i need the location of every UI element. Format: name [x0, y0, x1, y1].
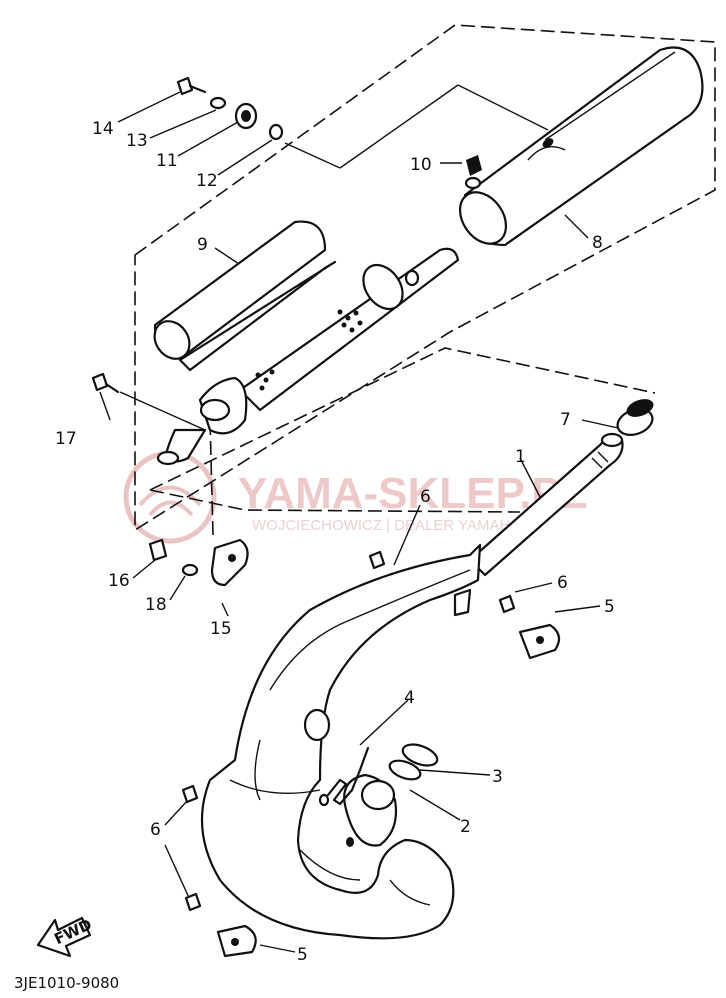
callout-16: 16: [108, 571, 130, 591]
callout-17: 17: [55, 429, 77, 449]
callout-7: 7: [560, 410, 571, 430]
callout-labels: 1 2 3 4 5 5 6 6 6 7 8 9 10 11 12 13 14 1…: [55, 119, 615, 965]
callout-12: 12: [196, 171, 218, 191]
callout-2: 2: [460, 817, 471, 837]
callout-1: 1: [515, 447, 526, 467]
callout-4: 4: [404, 688, 415, 708]
bolt-17: [91, 372, 120, 394]
brackets-and-bolts: [148, 538, 561, 958]
silencer-body: [458, 46, 704, 247]
expansion-chamber: [200, 543, 482, 940]
tail-pipe: [468, 432, 624, 577]
callout-5-upper: 5: [604, 597, 615, 617]
callout-8: 8: [592, 233, 603, 253]
fwd-arrow-icon: FWD: [36, 915, 95, 958]
callout-14: 14: [92, 119, 114, 139]
callout-6-upper: 6: [420, 487, 431, 507]
packing: [153, 220, 337, 372]
callout-3: 3: [492, 767, 503, 787]
leader-lines: [99, 84, 619, 953]
callout-13: 13: [126, 131, 148, 151]
spark-arrester-gasket: [616, 399, 654, 436]
callout-9: 9: [197, 235, 208, 255]
flange-fitting: [318, 743, 439, 847]
callout-18: 18: [145, 595, 167, 615]
callout-10: 10: [410, 155, 432, 175]
callout-15: 15: [210, 619, 232, 639]
callout-5-lower: 5: [297, 945, 308, 965]
callout-6-right: 6: [557, 573, 568, 593]
callout-11: 11: [156, 151, 178, 171]
fasteners-top: [176, 76, 284, 141]
diagram-code: 3JE1010-9080: [14, 974, 119, 992]
inner-pipe: [156, 247, 460, 466]
watermark-subtitle: WOJCIECHOWICZ | DEALER YAMAHA: [252, 517, 520, 534]
dashed-group-outlines: [134, 24, 716, 536]
callout-6-lower: 6: [150, 820, 161, 840]
